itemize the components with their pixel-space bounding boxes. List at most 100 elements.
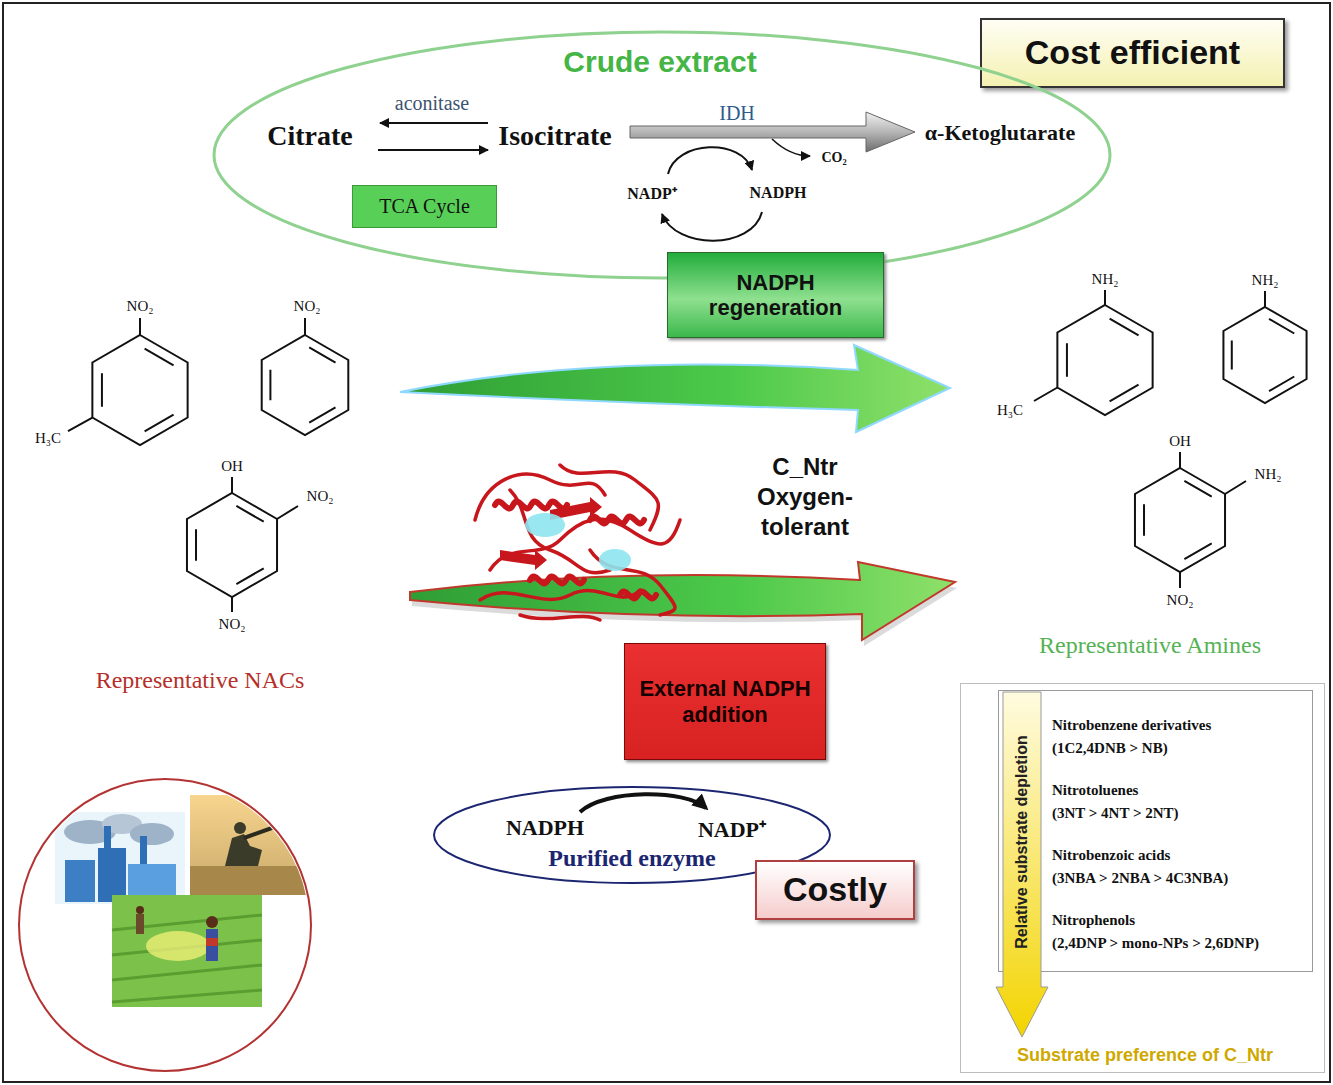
pollution-sources-illustration	[206, 938, 218, 946]
text-holder: TCA Cycle	[379, 195, 470, 218]
pollution-sources-illustration	[140, 836, 147, 864]
pollution-sources-illustration	[206, 929, 218, 961]
text-holder: NADPH regeneration	[676, 270, 875, 321]
protein-structure	[475, 474, 605, 520]
protein-structure	[495, 502, 567, 509]
amine-structures	[1057, 305, 1152, 415]
list-item: (3NBA > 2NBA > 4C3NBA)	[1052, 870, 1228, 887]
pollution-sources-illustration	[225, 834, 262, 866]
reaction-text: α-Ketoglutarate	[925, 120, 1075, 146]
list-item: Nitrobenzoic acids	[1052, 847, 1170, 864]
pollution-sources-illustration	[234, 822, 246, 834]
reaction-text: Purified enzyme	[548, 845, 715, 872]
list-item: (1C2,4DNB > NB)	[1052, 740, 1168, 757]
list-item: Nitrotoluenes	[1052, 782, 1138, 799]
pollution-sources-illustration	[136, 914, 144, 934]
reaction-text: NADP⁺	[627, 182, 676, 204]
box-title: Cost efficient	[1025, 33, 1240, 72]
box-text: NADPH regeneration	[676, 270, 875, 321]
pollution-sources-illustration	[190, 866, 312, 895]
amine-structures	[1034, 290, 1105, 401]
reaction-text: NADPH	[750, 184, 807, 202]
arrow-shape	[996, 692, 1048, 1037]
nitro-aromatic-structures	[187, 493, 277, 597]
substituent-label: NO₂	[307, 488, 334, 505]
reaction-text: NADPH	[506, 815, 584, 841]
substituent-label: NO₂	[294, 298, 321, 315]
pollution-sources-illustration	[19, 779, 311, 1071]
list-item: Nitrobenzene derivatives	[1052, 717, 1211, 734]
reaction-arrows	[580, 794, 706, 812]
pollution-sources-illustration	[244, 818, 300, 838]
box-text: External NADPH addition	[633, 676, 817, 727]
protein-structure	[599, 549, 631, 571]
page-frame	[3, 3, 1330, 1082]
protein-structure	[520, 615, 600, 620]
nitro-aromatic-structures	[262, 335, 349, 435]
text-holder: Cost efficient	[1025, 33, 1240, 72]
reaction-arrows	[378, 112, 915, 812]
conversion-arrows	[400, 345, 957, 646]
reaction-arrows	[772, 139, 810, 156]
process-ellipse: Crude extractaconitaseCitrateIsocitrateI…	[212, 30, 1112, 280]
protein-structure	[500, 550, 547, 570]
pollution-sources-illustration	[112, 915, 262, 1002]
reaction-arrows	[378, 149, 488, 151]
text-holder: Costly	[783, 870, 887, 909]
protein-structure	[620, 592, 656, 599]
reaction-arrows	[630, 112, 915, 152]
highlight-box: Costly	[755, 860, 915, 920]
substituent-label: NO₂	[127, 298, 154, 315]
nitro-aromatic-structures	[68, 318, 140, 431]
protein-structure	[590, 517, 644, 524]
pollution-sources-illustration	[136, 906, 144, 914]
pollution-sources-illustration	[55, 812, 185, 904]
text-holder: External NADPH addition	[633, 676, 817, 727]
reaction-arrows	[662, 212, 762, 241]
pollution-sources-illustration	[130, 823, 174, 845]
panel-box: Substrate preference of C_NtrNitrobenzen…	[960, 683, 1325, 1073]
pollution-sources-illustration	[146, 931, 210, 961]
box-title: Costly	[783, 870, 887, 909]
reaction-text: Citrate	[267, 120, 353, 152]
arrow-text: Relative substrate depletion	[1013, 735, 1031, 948]
list-item: (3NT > 4NT > 2NT)	[1052, 805, 1179, 822]
pollution-sources-illustration	[190, 795, 312, 895]
reaction-arrows	[380, 122, 488, 124]
group-caption: Representative NACs	[96, 667, 305, 694]
nitro-aromatic-structures	[304, 318, 306, 335]
protein-structure	[530, 577, 584, 584]
substituent-label: NH₂	[1252, 272, 1279, 289]
nitro-aromatic-structures	[68, 318, 348, 612]
protein-structure	[560, 465, 658, 530]
process-box: External NADPH addition	[624, 643, 826, 760]
pollution-sources-illustration	[206, 916, 218, 928]
substituent-label: H₃C	[997, 402, 1023, 419]
tag-text: TCA Cycle	[379, 195, 470, 218]
reaction-text: IDH	[719, 102, 755, 125]
reaction-text: CO₂	[821, 150, 846, 166]
amine-structures	[1223, 307, 1306, 403]
amine-structures	[1135, 468, 1225, 572]
amine-structures	[1034, 290, 1307, 588]
reaction-text: NADP⁺	[698, 813, 766, 843]
process-box: NADPH regeneration	[667, 252, 884, 338]
protein-structure	[590, 550, 675, 615]
substituent-label: NH₂	[1255, 466, 1282, 483]
list-item: (2,4DNP > mono-NPs > 2,6DNP)	[1052, 935, 1259, 952]
conversion-arrows	[410, 562, 955, 640]
group-caption: Representative Amines	[1039, 632, 1261, 659]
protein-structure	[475, 465, 680, 620]
protein-structure	[525, 513, 565, 537]
substituent-label: OH	[221, 458, 243, 475]
substituent-label: NH₂	[1092, 271, 1119, 288]
pollution-sources-illustration	[19, 779, 312, 1071]
substituent-label: NO₂	[219, 616, 246, 633]
amine-structures	[1180, 452, 1246, 588]
list-item: Nitrophenols	[1052, 912, 1135, 929]
conversion-arrows	[400, 345, 950, 432]
substituent-label: H₃C	[35, 430, 61, 447]
protein-structure	[480, 590, 640, 600]
